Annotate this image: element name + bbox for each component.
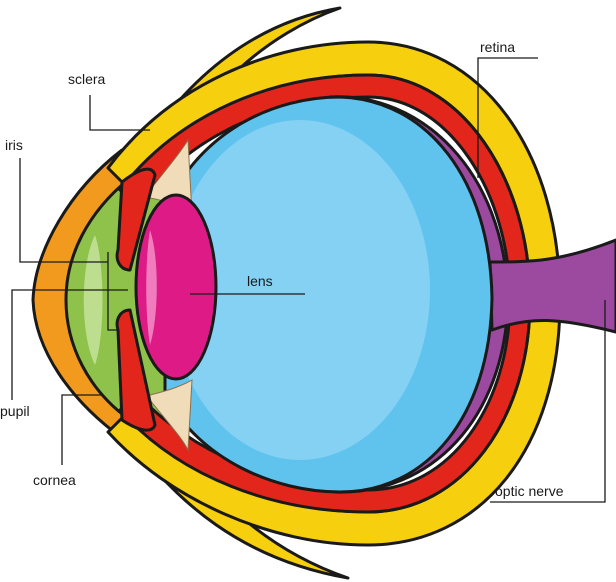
lens-label: lens [247,273,273,289]
cornea-label: cornea [33,472,76,488]
iris-label: iris [5,137,23,153]
sclera-label: sclera [68,71,106,87]
sclera-leader [90,95,150,130]
pupil-label: pupil [0,403,30,419]
retina-label: retina [480,39,515,55]
optic-nerve-label: optic nerve [495,483,564,499]
